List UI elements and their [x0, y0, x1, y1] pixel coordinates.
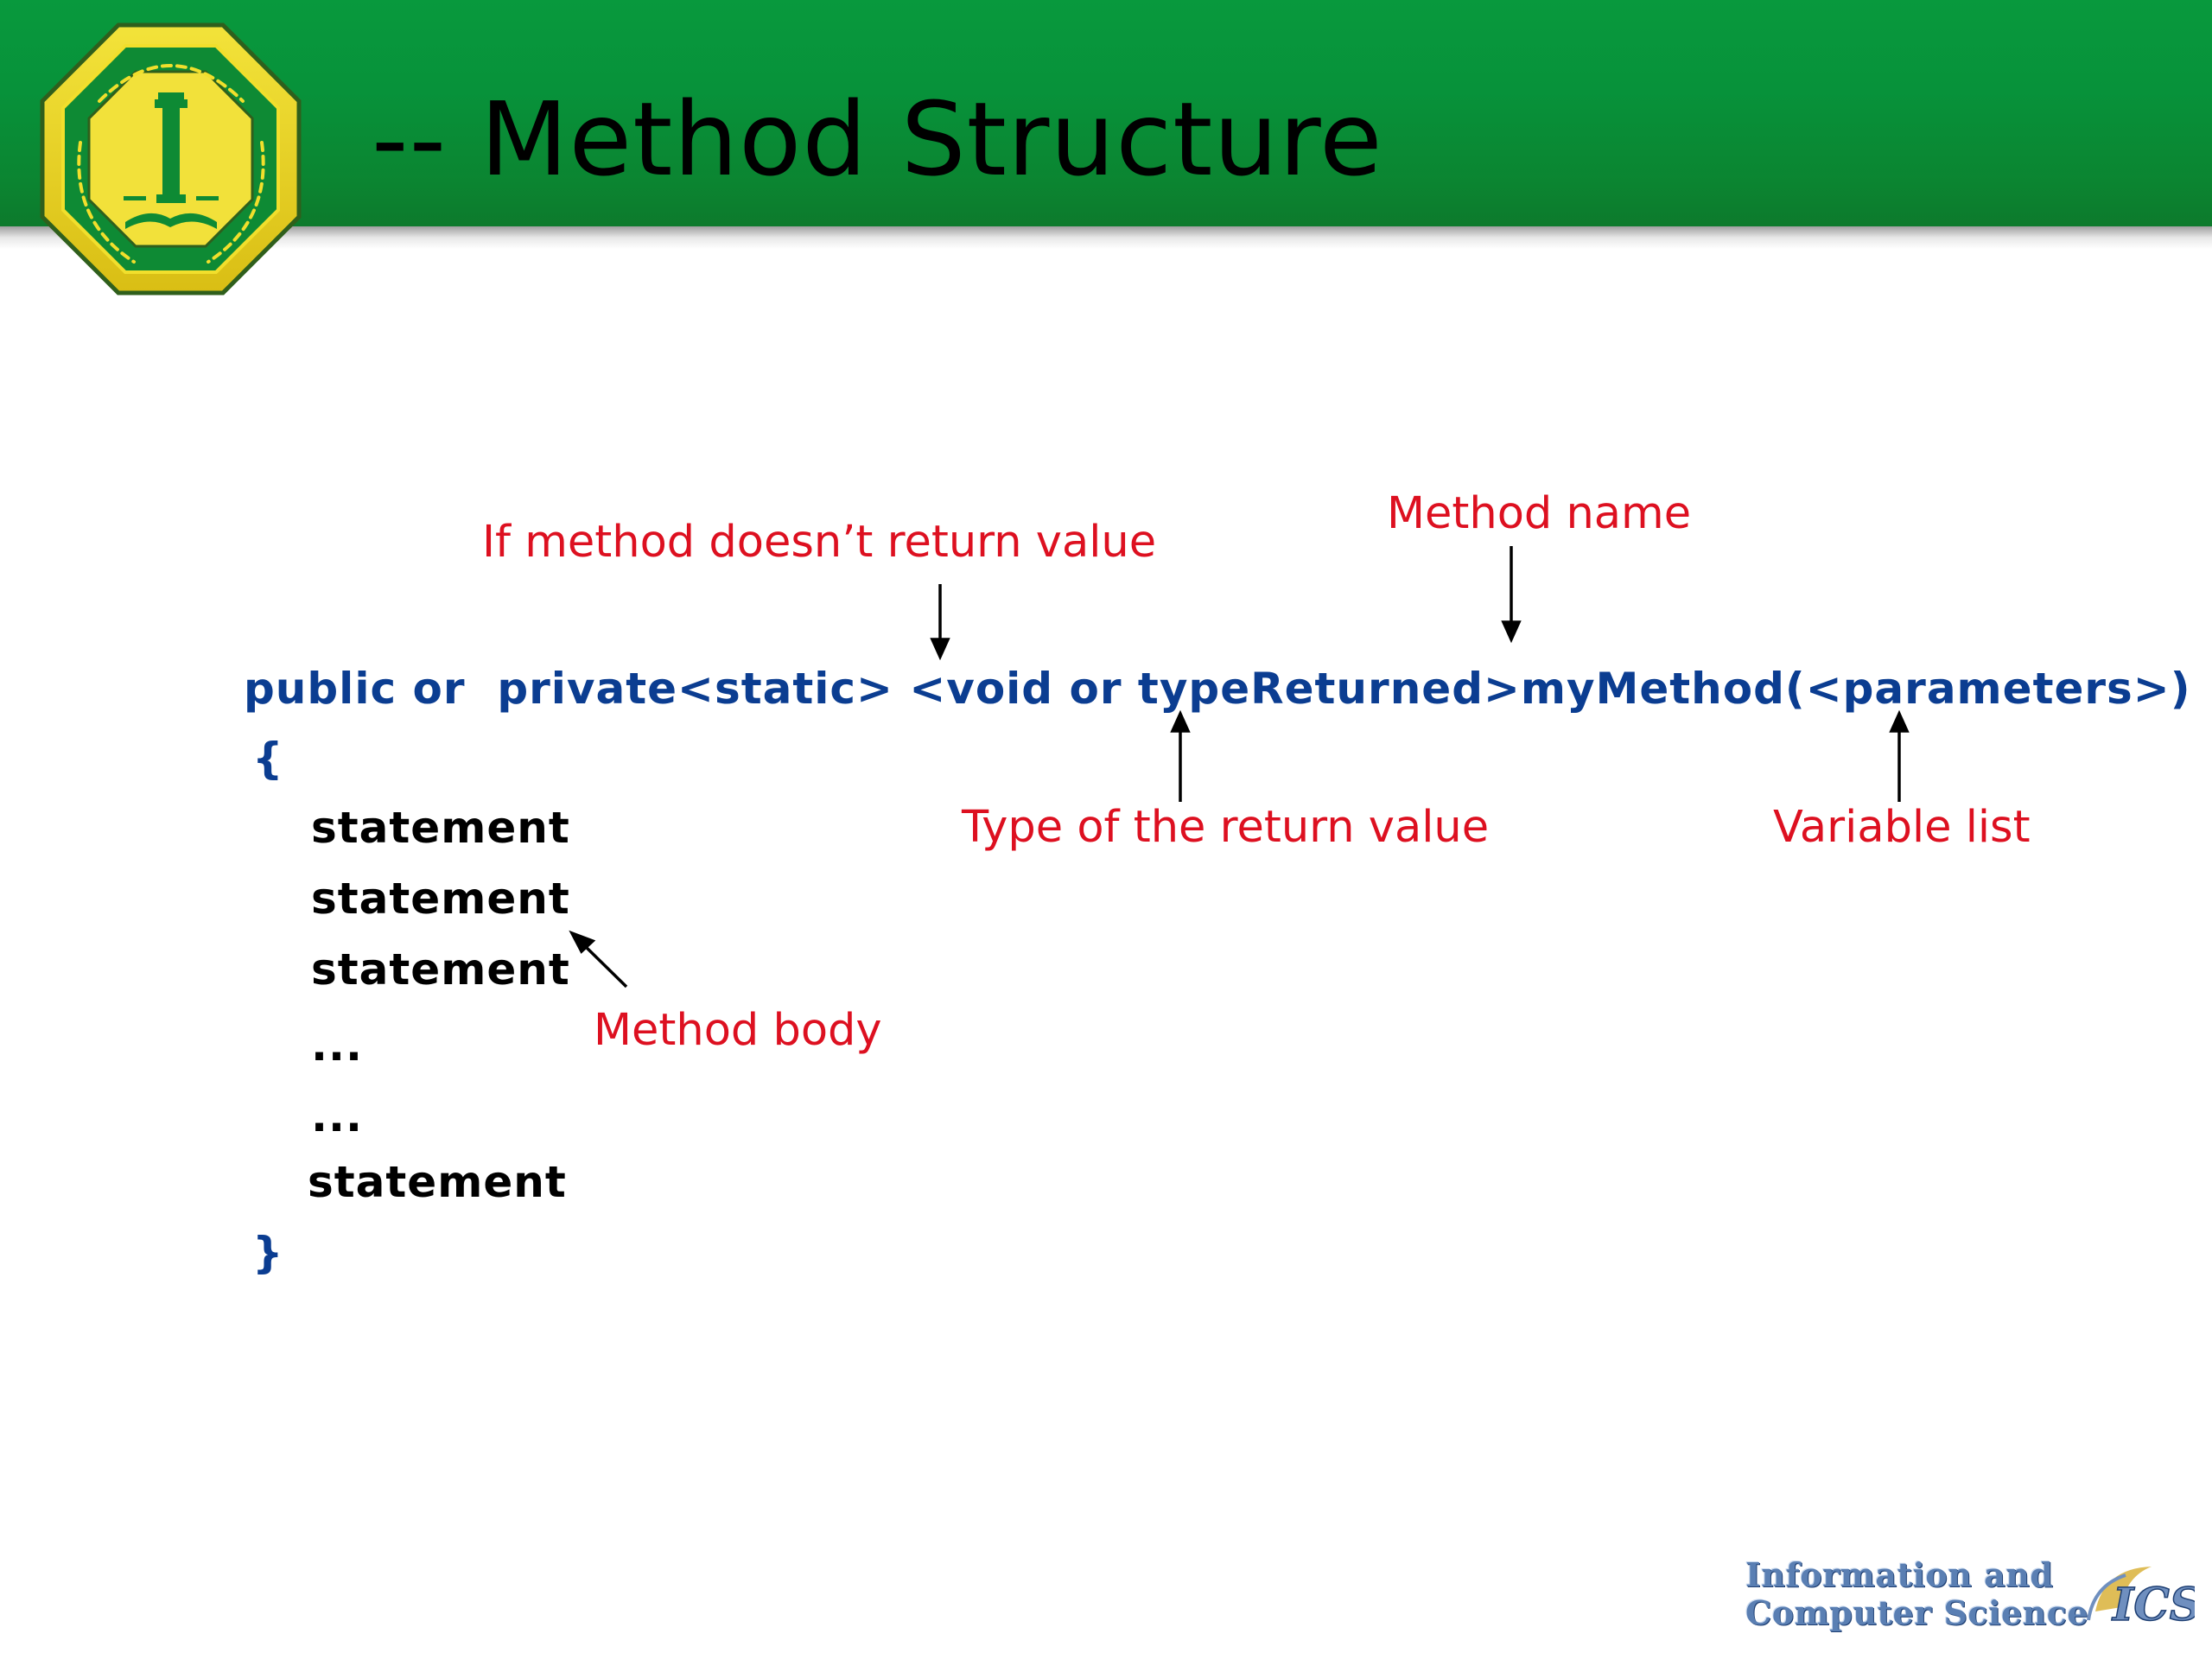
footer-line-1: Information and	[1745, 1555, 2054, 1594]
body-line: ...	[311, 1091, 363, 1141]
annotation-method-body: Method body	[594, 1005, 882, 1056]
university-seal-logo	[40, 22, 302, 296]
body-line: statement	[311, 944, 570, 995]
annotation-method-name: Method name	[1387, 488, 1692, 539]
open-brace: {	[252, 734, 284, 784]
header-shadow	[0, 226, 2212, 249]
annotation-variable-list: Variable list	[1773, 802, 2031, 853]
ics-badge-icon: ICS	[2087, 1567, 2195, 1632]
body-line: statement	[311, 803, 570, 853]
method-signature: public or private<static> <void or typeR…	[244, 664, 2191, 714]
close-brace: }	[252, 1228, 284, 1278]
ics-footer-logo: Information and Computer Science ICS	[1745, 1551, 2195, 1646]
annotation-return-type: Type of the return value	[962, 802, 1490, 853]
body-line: statement	[308, 1157, 567, 1207]
annotation-void-note: If method doesn’t return value	[482, 517, 1157, 568]
ics-badge-text: ICS	[2111, 1579, 2195, 1631]
arrow-method-body	[579, 940, 628, 988]
body-line: ...	[311, 1020, 363, 1071]
footer-line-2: Computer Science	[1745, 1593, 2089, 1632]
body-line: statement	[311, 874, 570, 924]
slide-header-band	[0, 0, 2212, 226]
slide-title: -- Method Structure	[372, 79, 1383, 199]
